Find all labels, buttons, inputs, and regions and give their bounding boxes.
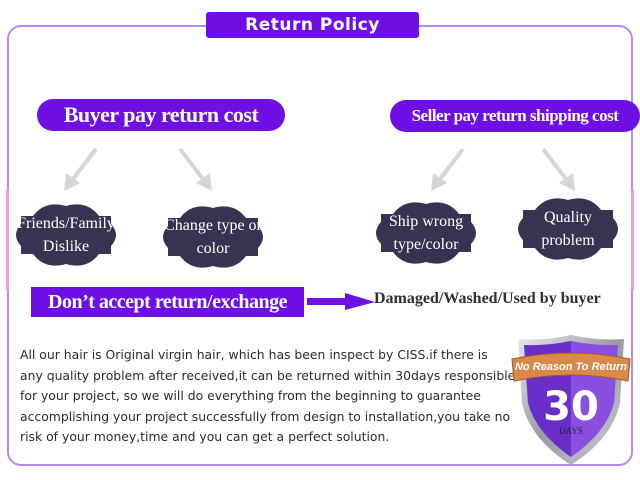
badge-line: Dislike <box>42 238 90 255</box>
arrow-down-right-icon <box>178 147 212 191</box>
reason-badge-ship-wrong: Ship wrong type/color <box>371 198 481 268</box>
days-unit: DAYS <box>559 426 583 436</box>
badge-line: color <box>196 240 230 257</box>
frame-accent-left <box>6 190 9 290</box>
badge-shape <box>163 206 263 268</box>
description-line: risk of your money,time and you can get … <box>20 429 390 444</box>
days-number: 30 <box>543 384 599 430</box>
frame-accent-right <box>631 190 634 290</box>
badge-line: Quality <box>543 209 592 226</box>
ribbon-text: No Reason To Return <box>515 361 627 373</box>
description-line: accomplishing your project successfully … <box>20 408 511 424</box>
badge-shape <box>376 202 476 264</box>
badge-line: Ship wrong <box>388 213 464 230</box>
badge-line: Change type or <box>164 217 262 234</box>
badge-line: Friends/Family <box>17 215 115 232</box>
badge-shape <box>16 204 116 266</box>
badge-shape <box>518 198 618 260</box>
arrow-down-left-icon <box>431 147 465 191</box>
arrow-right-icon <box>307 293 375 310</box>
no-return-label: Don’t accept return/exchange <box>31 287 304 317</box>
description-line: All our hair is Original virgin hair, wh… <box>20 347 488 362</box>
description-line: for your project, so we will do everythi… <box>20 388 481 403</box>
reason-badge-friends-dislike: Friends/Family Dislike <box>11 200 121 270</box>
seller-pay-heading: Seller pay return shipping cost <box>390 100 640 132</box>
reason-badge-quality-problem: Quality problem <box>513 194 623 264</box>
buyer-pay-heading: Buyer pay return cost <box>37 99 285 131</box>
policy-description: All our hair is Original virgin hair, wh… <box>20 345 516 448</box>
description-line: any quality problem after received,it ca… <box>20 367 516 383</box>
page-title: Return Policy <box>206 12 419 38</box>
arrow-down-left-icon <box>64 147 98 191</box>
badge-line: type/color <box>393 236 459 253</box>
reason-badge-change-type: Change type or color <box>158 202 268 272</box>
badge-line: problem <box>541 232 595 249</box>
arrow-down-right-icon <box>541 147 575 191</box>
30-days-shield-icon: No Reason To Return 30 DAYS <box>511 335 631 465</box>
exclusion-condition: Damaged/Washed/Used by buyer <box>374 290 601 307</box>
